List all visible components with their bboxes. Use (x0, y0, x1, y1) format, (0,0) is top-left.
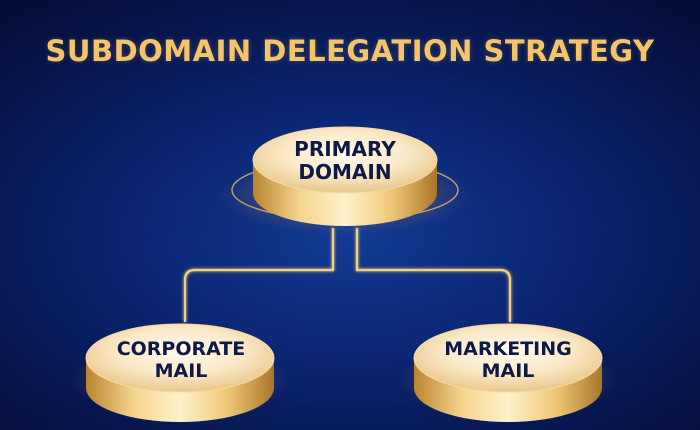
node-marketing-line1: MARKETING (444, 338, 572, 360)
node-corporate-mail (70, 323, 290, 422)
node-marketing-label: MARKETING MAIL (413, 338, 603, 383)
node-marketing-mail (398, 323, 618, 422)
connector-to-marketing (355, 228, 512, 322)
connector-to-corporate (183, 228, 335, 322)
node-primary-line2: DOMAIN (298, 160, 392, 184)
node-primary-line1: PRIMARY (294, 137, 396, 161)
node-primary-domain (220, 126, 470, 235)
diagram-title: SUBDOMAIN DELEGATION STRATEGY (45, 34, 655, 68)
node-corporate-label: CORPORATE MAIL (86, 338, 276, 383)
node-primary-label: PRIMARY DOMAIN (250, 138, 440, 184)
node-corporate-line2: MAIL (154, 359, 208, 382)
node-corporate-line1: CORPORATE (116, 338, 246, 360)
node-marketing-line2: MAIL (481, 359, 535, 382)
